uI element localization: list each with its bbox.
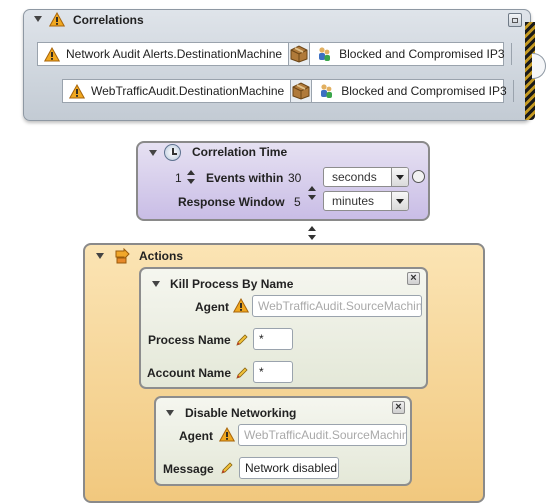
process-name-field[interactable]: * [253,328,293,350]
account-name-field[interactable]: * [253,361,293,383]
response-unit-value: minutes [332,194,375,208]
correlation-box-cell [290,80,313,102]
collapse-correlations-icon[interactable] [34,16,42,22]
collapse-correlation-time-icon[interactable] [149,150,157,156]
collapse-actions-icon[interactable] [96,253,104,259]
response-window-label: Response Window [178,195,285,209]
kill-process-title: Kill Process By Name [170,277,294,291]
within-value: 30 [288,171,302,185]
within-unit-select[interactable]: seconds [323,167,409,187]
response-value: 5 [294,195,301,209]
correlation-row[interactable]: WebTrafficAudit.DestinationMachine Block… [62,79,514,103]
correlations-scroll-stripe [525,22,535,120]
correlation-target: Blocked and Compromised IP3 [339,47,505,61]
process-name-label: Process Name [148,333,231,347]
chevron-down-icon [391,192,408,210]
agent-label: Agent [195,300,229,314]
correlation-target: Blocked and Compromised IP3 [341,84,507,98]
agent-field[interactable]: WebTrafficAudit.SourceMachine [252,295,422,317]
panel-options-icon[interactable] [508,13,522,27]
collapse-kill-process-icon[interactable] [152,281,160,287]
pencil-icon[interactable] [220,461,234,475]
events-count-value: 1 [175,171,182,185]
correlation-target-cell: Blocked and Compromised IP3 [310,43,512,65]
response-stepper[interactable] [308,225,316,241]
actions-icon [114,247,131,264]
message-field[interactable]: Network disabled ! [239,457,339,479]
warning-icon [69,84,85,99]
correlation-source: WebTrafficAudit.DestinationMachine [91,84,285,98]
pencil-icon[interactable] [235,366,249,380]
clock-icon [164,144,181,161]
close-icon[interactable]: × [392,401,405,414]
agent-field[interactable]: WebTrafficAudit.SourceMachine [238,424,407,446]
disable-networking-title: Disable Networking [185,406,297,420]
warning-icon [44,47,60,62]
message-label: Message [163,462,214,476]
correlation-time-title: Correlation Time [192,145,288,159]
events-within-label: Events within [206,171,284,185]
correlation-source: Network Audit Alerts.DestinationMachine [66,47,283,61]
agent-label: Agent [179,429,213,443]
correlation-row[interactable]: Network Audit Alerts.DestinationMachine … [37,42,512,66]
time-settings-icon[interactable] [412,170,425,183]
correlation-box-cell [288,43,311,65]
within-stepper[interactable] [308,185,316,201]
events-count-stepper[interactable] [187,169,195,185]
correlation-source-cell: Network Audit Alerts.DestinationMachine [38,43,288,65]
warning-icon [49,12,65,27]
actions-title: Actions [139,249,184,263]
pencil-icon[interactable] [235,333,249,347]
package-icon [291,82,311,100]
correlation-source-cell: WebTrafficAudit.DestinationMachine [63,80,290,102]
close-icon[interactable]: × [407,272,420,285]
chevron-down-icon [391,168,408,186]
collapse-disable-networking-icon[interactable] [166,410,174,416]
within-unit-value: seconds [332,170,377,184]
correlations-title: Correlations [73,13,144,27]
user-group-icon [316,46,332,62]
connector-handle[interactable] [532,53,546,79]
package-icon [289,45,309,63]
warning-icon [219,427,235,442]
response-unit-select[interactable]: minutes [323,191,409,211]
account-name-label: Account Name [147,366,232,380]
user-group-icon [318,83,334,99]
warning-icon [233,298,249,313]
correlation-target-cell: Blocked and Compromised IP3 [312,80,514,102]
